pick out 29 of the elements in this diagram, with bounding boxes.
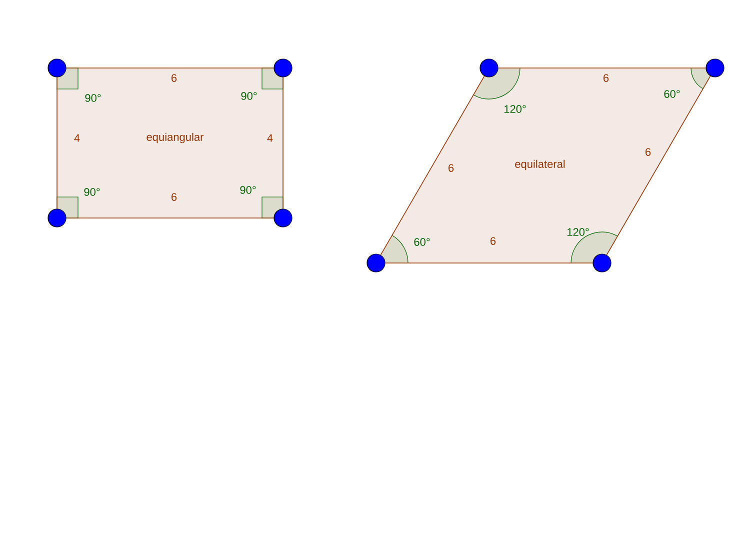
polygon-side	[384, 262, 594, 264]
vertex-point	[366, 254, 386, 272]
angle-label: 90°	[241, 92, 257, 100]
side-length: 6	[172, 193, 177, 201]
angle-label: 90°	[240, 186, 256, 194]
side-length: 6	[604, 74, 609, 82]
polygon-side	[282, 76, 284, 210]
polygon-side	[606, 76, 711, 256]
side-length: 6	[646, 148, 651, 156]
angle-label: 120°	[504, 105, 526, 113]
side-length: 6	[172, 74, 177, 82]
side-length: 6	[490, 237, 496, 245]
side-length: 4	[267, 134, 273, 142]
polygon-side	[380, 76, 485, 256]
angle-label: 90°	[85, 94, 101, 102]
vertex-point	[274, 208, 292, 228]
angle-label: 120°	[567, 228, 589, 236]
angle-label: 60°	[414, 238, 430, 246]
side-length: 6	[448, 164, 454, 172]
vertex-point	[48, 58, 66, 78]
vertex-point	[706, 58, 724, 78]
angle-label: 90°	[84, 188, 100, 196]
side-length: 4	[74, 134, 80, 142]
vertex-point	[480, 58, 498, 78]
vertex-point	[274, 58, 292, 78]
vertex-point	[48, 208, 66, 228]
polygon-side	[56, 76, 58, 210]
vertex-point	[592, 254, 612, 272]
angle-label: 60°	[664, 90, 680, 98]
